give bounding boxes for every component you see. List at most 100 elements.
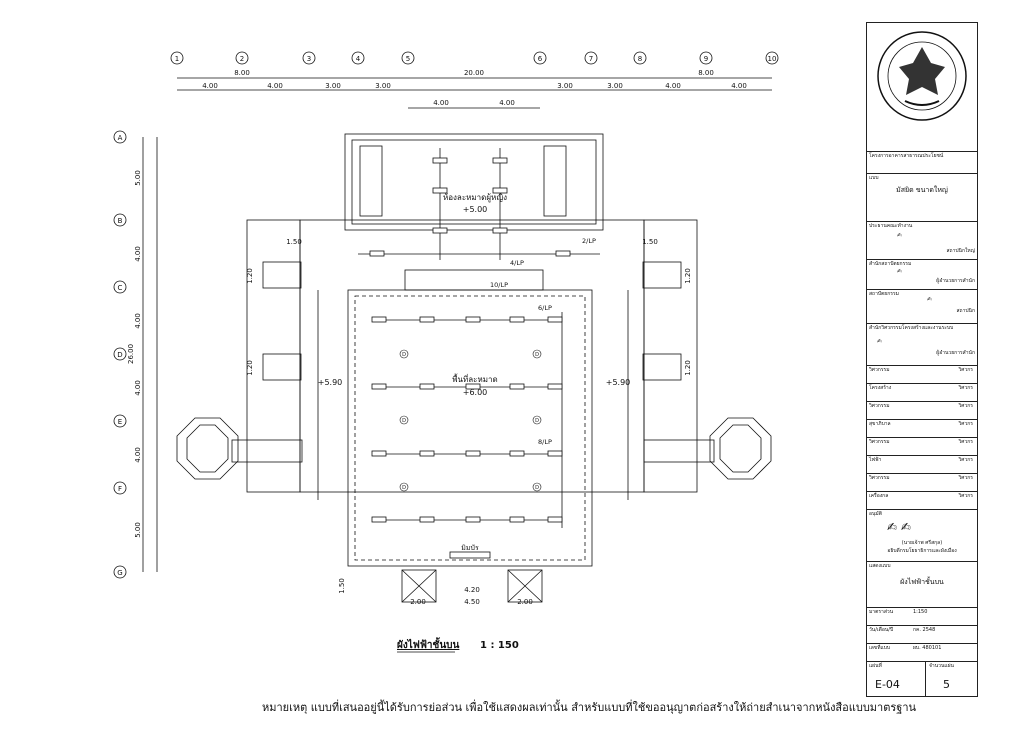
right-bay-upper: [642, 261, 682, 289]
dim-left-6: 5.00: [134, 522, 142, 538]
main-hall-outline: [347, 289, 593, 567]
dim-bottom-2: 4.50: [464, 598, 480, 606]
dim-bottom-4: 4.20: [464, 586, 480, 594]
drawing-scale: 1 : 150: [480, 640, 519, 651]
grid-col-8: 8: [638, 55, 642, 63]
architect-row: สถาปัตยกรรม ✍ สถาปนิก: [867, 289, 977, 319]
grid-row-d: D: [117, 351, 122, 359]
main-hall-inner: [354, 295, 586, 561]
dim-seg-7: 4.00: [665, 82, 681, 90]
dim-side-1: 1.50: [286, 238, 302, 246]
project-row: โครงการอาคารสาธารณประโยชน์: [867, 151, 977, 165]
side-level-left: +5.90: [318, 378, 343, 387]
dim-left-1: 5.00: [134, 170, 142, 186]
grid-col-5: 5: [406, 55, 410, 63]
lamp-fixtures: [369, 157, 571, 559]
dim-bay-3: 1.20: [684, 268, 692, 284]
grid-col-6: 6: [538, 55, 543, 63]
left-bay-upper: [262, 261, 302, 289]
engineer-row-5: วิศวกรรมวิศวกร: [867, 437, 977, 455]
dim-left-2: 4.00: [134, 246, 142, 262]
column-grid-bubbles: [170, 51, 779, 65]
grid-col-1: 1: [175, 55, 179, 63]
upper-hall-level: +5.00: [463, 205, 488, 214]
dim-bay-1: 1.20: [246, 268, 254, 284]
side-level-right: +5.90: [606, 378, 631, 387]
footer-note: หมายเหตุ แบบที่เสนออยู่นี้ได้รับการย่อส่…: [262, 701, 917, 714]
circuit-2: 2/LP: [582, 237, 596, 245]
svg-text:D: D: [402, 485, 406, 491]
stair-right: [543, 145, 567, 217]
engineer-row-1: วิศวกรรมวิศวกร: [867, 365, 977, 383]
minaret-right-inner: [719, 424, 762, 473]
sheet-count: 5: [943, 678, 950, 691]
left-wing: [246, 219, 301, 493]
approval-row: อนุมัติ ✍ ✍ (นายเจ้าพ ศรีสกุล) อธิบดีกรม…: [867, 509, 977, 561]
dim-bottom-1: 2.00: [410, 598, 426, 606]
dim-seg-5: 3.00: [557, 82, 573, 90]
sheet-number: E-04: [875, 678, 900, 691]
sheet-row: แสดงแบบ ผังไฟฟ้าชั้นบน: [867, 561, 977, 597]
grid-col-3: 3: [307, 55, 311, 63]
type-value: มัสยิด ขนาดใหญ่: [896, 186, 948, 194]
circuit-4: 4/LP: [510, 259, 524, 267]
downlights: D D D D D D: [399, 349, 542, 492]
upper-hall-label: ห้องละหมาดผู้หญิง: [443, 193, 507, 203]
dim-left-total: 26.00: [127, 344, 135, 364]
grid-row-c: C: [118, 284, 123, 292]
dim-seg-8: 4.00: [731, 82, 747, 90]
dim-top-left: 8.00: [234, 69, 250, 77]
right-wing: [643, 219, 698, 493]
left-corridor: [231, 439, 303, 463]
dim-top-right: 8.00: [698, 69, 714, 77]
main-hall-level: +6.00: [463, 388, 488, 397]
grid-row-e: E: [118, 418, 122, 426]
dim-bay-2: 1.20: [246, 360, 254, 376]
dim-bottom-3: 2.00: [517, 598, 533, 606]
minaret-left: [176, 417, 239, 480]
engineer-row-8: เครื่องกลวิศวกร: [867, 491, 977, 509]
upper-hall-outline: [344, 133, 604, 231]
engineer-row-7: วิศวกรรมวิศวกร: [867, 473, 977, 491]
right-bay-lower: [642, 353, 682, 381]
title-block: โครงการอาคารสาธารณประโยชน์ แบบ มัสยิด ขน…: [866, 22, 978, 697]
svg-text:D: D: [535, 485, 539, 491]
architecture-bureau-row: สำนักสถาปัตยกรรม ✍ ผู้อำนวยการสำนัก: [867, 259, 977, 289]
svg-text:D: D: [402, 418, 406, 424]
engineer-row-6: ไฟฟ้าวิศวกร: [867, 455, 977, 473]
grid-row-g: G: [117, 569, 122, 577]
drawing-number-row: เลขที่แบบผบ. 480101: [867, 643, 977, 661]
dim-seg-4: 3.00: [375, 82, 391, 90]
grid-col-9: 9: [704, 55, 708, 63]
stair-box-left: [401, 569, 437, 603]
project-name: โครงการอาคารสาธารณประโยชน์: [869, 153, 944, 159]
circuit-6: 6/LP: [538, 304, 552, 312]
grid-row-a: A: [118, 134, 123, 142]
dim-inner-2: 4.00: [499, 99, 515, 107]
upper-hall-inner: [351, 139, 597, 225]
dim-seg-6: 3.00: [607, 82, 623, 90]
stair-box-right: [507, 569, 543, 603]
row-grid-bubbles: [113, 130, 127, 579]
left-bay-lower: [262, 353, 302, 381]
main-hall-label: พื้นที่ละหมาด: [452, 373, 497, 384]
dim-bay-4: 1.20: [684, 360, 692, 376]
stage-label: มิมบัร: [461, 544, 479, 552]
type-row: แบบ มัสยิด ขนาดใหญ่: [867, 173, 977, 199]
drawing-title: ผังไฟฟ้าชั้นบน: [397, 637, 460, 651]
svg-text:D: D: [535, 418, 539, 424]
svg-text:D: D: [402, 352, 406, 358]
engineer-row-2: โครงสร้างวิศวกร: [867, 383, 977, 401]
chair-row: ประธานคณะทำงาน ✍ สถาปนิกใหญ่: [867, 221, 977, 259]
grid-row-b: B: [118, 217, 123, 225]
sheet-number-row: แผ่นที่ จำนวนแผ่น E-04 5: [867, 661, 977, 697]
dim-side-2: 1.50: [642, 238, 658, 246]
date-row: วัน/เดือน/ปีกค. 2548: [867, 625, 977, 643]
mezzanine-balcony: [404, 269, 544, 291]
grid-col-7: 7: [589, 55, 593, 63]
dim-seg-3: 3.00: [325, 82, 341, 90]
right-corridor: [643, 439, 715, 463]
dim-left-3: 4.00: [134, 313, 142, 329]
dim-left-4: 4.00: [134, 380, 142, 396]
